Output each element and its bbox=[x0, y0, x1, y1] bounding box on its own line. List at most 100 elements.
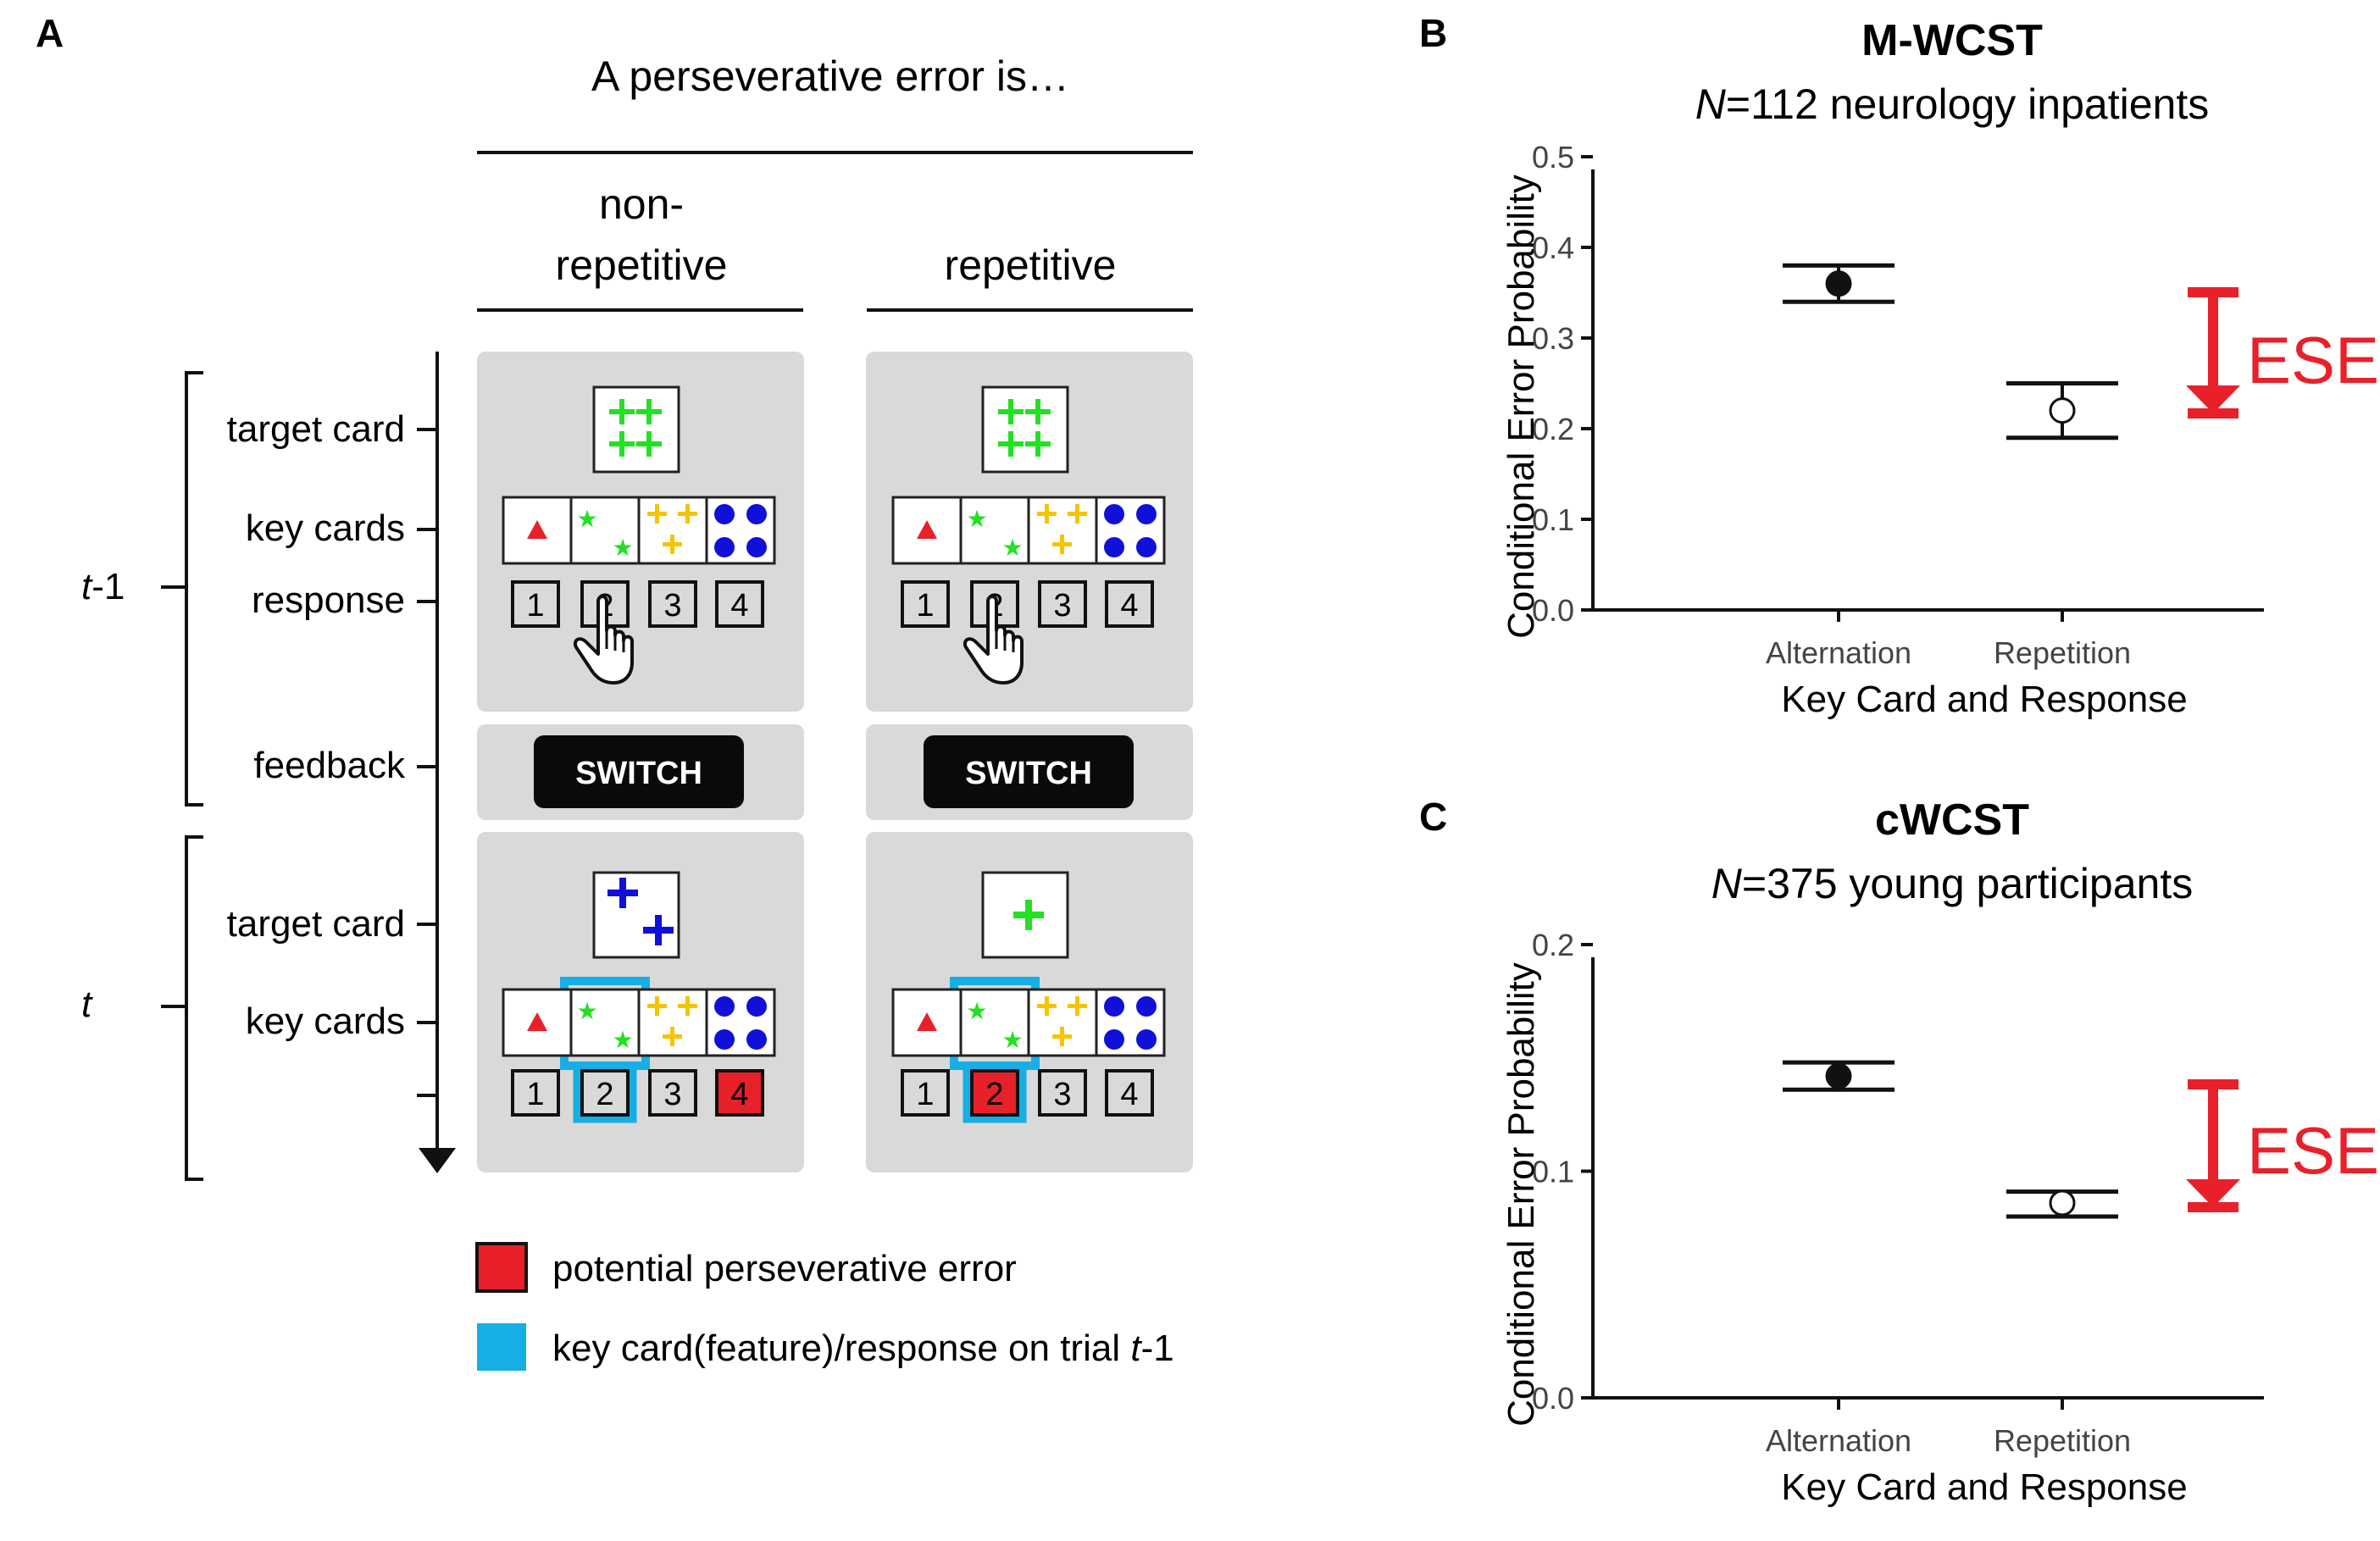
response-box bbox=[901, 580, 950, 628]
response-box bbox=[648, 580, 697, 628]
x-tick-label: Alternation bbox=[1766, 1423, 1911, 1458]
y-axis-title: Conditional Error Probability bbox=[1501, 962, 1542, 1427]
target-card-two-blue-crosses bbox=[592, 871, 680, 959]
response-number: 1 bbox=[916, 1077, 934, 1112]
panel-c: C cWCST N=375 young participants 0.0 0.1 0… bbox=[1419, 795, 2379, 1508]
x-tick-label: Repetition bbox=[1994, 635, 2131, 670]
green-star-icon: ★ bbox=[1001, 1027, 1023, 1053]
chart-b-title: M-WCST bbox=[1861, 16, 2043, 65]
x-axis-title: Key Card and Response bbox=[1781, 1466, 2187, 1508]
green-cross-icon bbox=[1013, 900, 1044, 930]
x-tick-label: Alternation bbox=[1766, 635, 1911, 670]
legend-blue-label: key card(feature)/response on trial t-1 bbox=[552, 1328, 1174, 1369]
red-triangle-icon bbox=[917, 1012, 937, 1031]
response-number: 3 bbox=[663, 1077, 681, 1112]
blue-highlight-response bbox=[963, 1062, 1027, 1123]
panel-a: A A perseverative error is… non- repetit… bbox=[36, 11, 1193, 1371]
green-star-icon: ★ bbox=[966, 506, 987, 532]
y-tick-label: 0.2 bbox=[1532, 412, 1574, 446]
panel-letter-c: C bbox=[1419, 795, 1447, 839]
response-box-error bbox=[715, 1069, 764, 1117]
target-card-one-green-cross bbox=[981, 871, 1069, 959]
switch-feedback-left: SWITCH bbox=[534, 735, 744, 808]
ese-label-b: ESE bbox=[2247, 323, 2379, 397]
row-ticks bbox=[417, 428, 437, 1097]
row-label-feedback: feedback bbox=[253, 745, 406, 786]
panel-a-header: A perseverative error is… bbox=[591, 53, 1069, 100]
response-number: 1 bbox=[916, 588, 934, 624]
response-box bbox=[1038, 1069, 1087, 1117]
response-box bbox=[580, 1069, 630, 1117]
green-cross-icon bbox=[609, 399, 662, 457]
brace-t bbox=[161, 835, 203, 1181]
response-box bbox=[1105, 1069, 1154, 1117]
green-cross-icon bbox=[998, 399, 1051, 457]
blue-circle-icon bbox=[1104, 504, 1157, 557]
yellow-cross-icon bbox=[647, 504, 697, 554]
response-number: 1 bbox=[526, 1077, 544, 1112]
y-tick-label: 0.3 bbox=[1532, 321, 1574, 356]
panel-b: B M-WCST N=112 neurology inpatients 0.00… bbox=[1419, 11, 2379, 720]
data-point-repetition bbox=[2049, 397, 2076, 424]
response-number: 2 bbox=[985, 1077, 1003, 1112]
yellow-cross-icon bbox=[647, 996, 697, 1046]
blue-cross-icon bbox=[607, 878, 638, 908]
red-triangle-icon bbox=[527, 1012, 547, 1031]
ese-annotation-b: ESE bbox=[2186, 287, 2379, 419]
switch-label: SWITCH bbox=[965, 756, 1092, 791]
green-star-icon: ★ bbox=[576, 506, 597, 532]
yellow-cross-icon bbox=[1037, 996, 1087, 1046]
ese-label-c: ESE bbox=[2247, 1113, 2379, 1188]
response-box bbox=[1038, 580, 1087, 628]
ese-arrow-head bbox=[2186, 385, 2240, 413]
red-triangle-icon bbox=[527, 520, 547, 539]
green-star-icon: ★ bbox=[612, 1027, 633, 1053]
key-cards-right-prev: ★ ★ bbox=[891, 496, 1166, 565]
column-right-label: repetitive bbox=[945, 241, 1117, 289]
response-number: 3 bbox=[1053, 588, 1071, 624]
response-number: 3 bbox=[1053, 1077, 1071, 1112]
response-number: 2 bbox=[596, 1077, 613, 1112]
green-star-icon: ★ bbox=[576, 998, 597, 1024]
chart-c-subtitle: N=375 young participants bbox=[1711, 860, 2193, 907]
data-point-repetition bbox=[2049, 1189, 2076, 1217]
blue-circle-icon bbox=[714, 504, 767, 557]
data-point-alternation bbox=[1825, 270, 1852, 297]
response-box bbox=[901, 1069, 950, 1117]
row-label-target-card: target card bbox=[227, 408, 405, 450]
ese-annotation-c: ESE bbox=[2186, 1079, 2379, 1212]
legend-red-label: potential perseverative error bbox=[552, 1248, 1017, 1289]
row-label-key-cards-t: key cards bbox=[246, 1001, 405, 1042]
column-left-label-line1: non- bbox=[599, 180, 684, 228]
panel-letter-a: A bbox=[36, 11, 64, 55]
legend-blue-swatch bbox=[477, 1323, 526, 1371]
time-arrow-head bbox=[419, 1148, 456, 1173]
green-star-icon: ★ bbox=[1001, 535, 1023, 561]
yellow-cross-icon bbox=[1037, 504, 1087, 554]
trial-label-t-minus-1: t-1 bbox=[81, 566, 125, 607]
chart-c-title: cWCST bbox=[1875, 795, 2029, 845]
target-card-four-green-crosses-right bbox=[981, 385, 1069, 474]
red-triangle-icon bbox=[917, 520, 937, 539]
response-box bbox=[1105, 580, 1154, 628]
row-label-response: response bbox=[252, 579, 405, 621]
y-tick-label: 0.1 bbox=[1532, 1155, 1574, 1189]
ese-arrow-head bbox=[2186, 1179, 2240, 1207]
y-tick-label: 0.0 bbox=[1532, 593, 1574, 628]
x-axis-title: Key Card and Response bbox=[1781, 679, 2187, 720]
response-number: 4 bbox=[1120, 588, 1138, 624]
switch-feedback-right: SWITCH bbox=[924, 735, 1134, 808]
target-card-four-green-crosses-left bbox=[592, 385, 680, 474]
legend: potential perseverative error key card(f… bbox=[475, 1242, 1174, 1371]
y-tick-label: 0.1 bbox=[1532, 502, 1574, 537]
green-star-icon: ★ bbox=[966, 998, 987, 1024]
response-number: 3 bbox=[663, 588, 681, 624]
y-axis-title: Conditional Error Probability bbox=[1501, 175, 1542, 639]
response-box bbox=[511, 1069, 560, 1117]
y-tick-label: 0.0 bbox=[1532, 1381, 1574, 1416]
y-tick-label: 0.2 bbox=[1532, 928, 1574, 962]
response-box bbox=[511, 580, 560, 628]
